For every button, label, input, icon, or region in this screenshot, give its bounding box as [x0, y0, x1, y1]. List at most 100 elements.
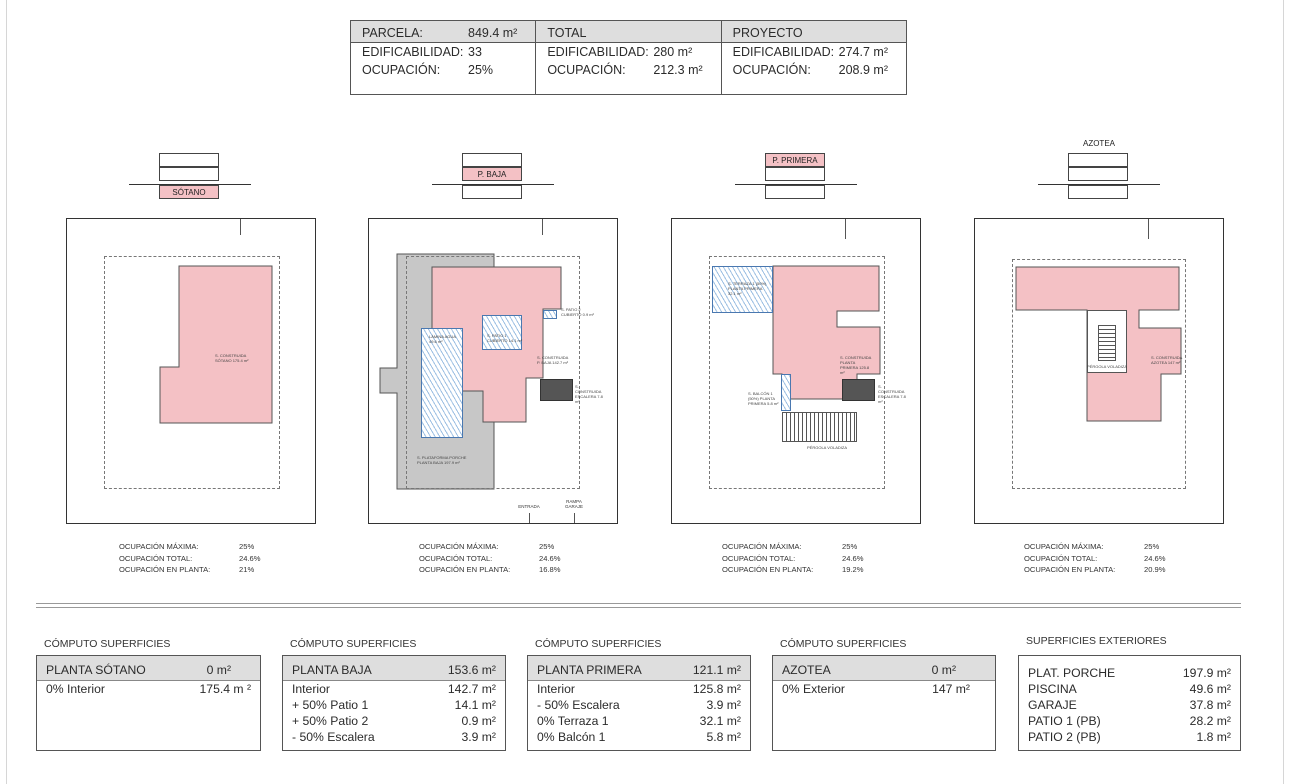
computo-head-value: 121.1 m²	[692, 663, 741, 677]
plan-label: PÉRGOLA VOLADIZA	[807, 445, 848, 450]
buildable-boundary	[1012, 259, 1186, 489]
computo-head-label: PLANTA SÓTANO	[46, 663, 146, 677]
summary-title-value: 849.4 m²	[468, 26, 518, 40]
plan-sotano: S. CONSTRUIDA SÓTANO 175.4 m²	[66, 218, 316, 524]
patio-2	[543, 310, 557, 319]
plan-label: S. CONSTRUIDA PLANTA PRIMERA 125.8 m²	[840, 355, 872, 375]
summary-parcela: PARCELA: 849.4 m² EDIFICABILIDAD: 33 OCU…	[351, 21, 537, 94]
computo-title: CÓMPUTO SUPERFICIES	[290, 638, 417, 650]
occupation-stats-sotano: OCUPACIÓN MÁXIMA: 25% OCUPACIÓN TOTAL: 24.…	[119, 541, 261, 576]
occupation-label: OCUPACIÓN TOTAL:	[1024, 553, 1098, 563]
summary-label: OCUPACIÓN:	[362, 63, 441, 77]
occupation-label: OCUPACIÓN EN PLANTA:	[419, 565, 511, 574]
divider	[36, 603, 1241, 604]
plan-label: S. CONSTRUIDA ESCALERA 7.8 m²	[575, 384, 603, 404]
computo-title: CÓMPUTO SUPERFICIES	[535, 638, 662, 650]
occupation-value: 24.6%	[539, 553, 561, 563]
plan-label: S. TERRAZA 1 (50%) PLANTA PRIMERA 32.1 m…	[728, 281, 767, 296]
level-label: P. PRIMERA	[765, 153, 825, 167]
plan-label: S. BALCÓN 1 (50%) PLANTA PRIMERA 5.8 m²	[748, 391, 779, 406]
exterior-row: PATIO 2 (PB)1.8 m²	[1028, 730, 1231, 744]
computo-head-value: 0 m²	[931, 663, 956, 677]
level-label: SÓTANO	[159, 185, 219, 199]
summary-value: 208.9 m²	[838, 63, 888, 77]
occupation-value: 20.9%	[1144, 565, 1166, 574]
plan-label: S. PATIO 1 CUBIERTO 14.1 m²	[487, 333, 523, 343]
summary-value: 274.7 m²	[838, 45, 888, 59]
entrance-label: ENTRADA	[518, 504, 540, 509]
pergola	[782, 412, 857, 442]
occupation-label: OCUPACIÓN EN PLANTA:	[119, 565, 211, 574]
divider	[36, 607, 1241, 608]
staircase	[540, 379, 573, 401]
occupation-label: OCUPACIÓN MÁXIMA:	[722, 542, 802, 551]
occupation-value: 24.6%	[239, 553, 261, 563]
occupation-value: 16.8%	[539, 565, 561, 574]
occupation-label: OCUPACIÓN TOTAL:	[722, 553, 796, 563]
summary-title: PROYECTO	[732, 26, 803, 40]
plan-label: S. CONSTRUIDA ESCALERA 7.8 m²	[878, 384, 906, 404]
computo-head-value: 153.6 m²	[447, 663, 496, 677]
plan-label: S. PLATAFORMA PORCHE PLANTA BAJA 197.9 m…	[417, 455, 467, 465]
summary-label: OCUPACIÓN:	[732, 63, 811, 77]
occupation-value: 25%	[239, 542, 255, 551]
level-indicator-azotea: AZOTEA	[1038, 139, 1160, 203]
plan-label: S. PATIO 2 CUBIERTO 0.9 m²	[561, 307, 594, 317]
computo-title: CÓMPUTO SUPERFICIES	[44, 638, 171, 650]
plan-label: S. CONSTRUIDA SÓTANO 175.4 m²	[215, 353, 249, 363]
computo-head-value: 0 m²	[206, 663, 231, 677]
level-indicator-primera: P. PRIMERA	[735, 153, 857, 203]
plan-baja: S. PATIO 2 CUBIERTO 0.9 m² LÁMINA AGUA 4…	[368, 218, 618, 524]
occupation-label: OCUPACIÓN TOTAL:	[119, 553, 193, 563]
terrace-1	[712, 266, 773, 313]
level-label: AZOTEA	[1082, 139, 1115, 148]
computo-row: 0% Exterior 147 m²	[782, 682, 970, 696]
occupation-value: 21%	[239, 565, 255, 574]
level-label: P. BAJA	[462, 167, 522, 181]
plan-primera: S. TERRAZA 1 (50%) PLANTA PRIMERA 32.1 m…	[671, 218, 921, 524]
summary-table: PARCELA: 849.4 m² EDIFICABILIDAD: 33 OCU…	[350, 20, 907, 95]
occupation-value: 25%	[1144, 542, 1160, 551]
built-area-sotano	[159, 265, 273, 424]
occupation-stats-primera: OCUPACIÓN MÁXIMA:25% OCUPACIÓN TOTAL:24.…	[722, 541, 864, 576]
staircase	[842, 379, 875, 401]
plan-label: S. CONSTRUIDA AZOTEA 147 m²	[1151, 355, 1183, 365]
computo-head-label: PLANTA PRIMERA	[537, 663, 642, 677]
summary-label: EDIFICABILIDAD:	[362, 45, 464, 59]
pool-water	[421, 328, 463, 438]
plan-azotea: PÉRGOLA VOLADIZA S. CONSTRUIDA AZOTEA 14…	[974, 218, 1224, 524]
summary-label: OCUPACIÓN:	[547, 63, 626, 77]
summary-proyecto: PROYECTO EDIFICABILIDAD: 274.7 m² OCUPAC…	[721, 21, 906, 94]
exteriores-title: SUPERFICIES EXTERIORES	[1026, 635, 1167, 647]
computo-title: CÓMPUTO SUPERFICIES	[780, 638, 907, 650]
occupation-label: OCUPACIÓN TOTAL:	[419, 553, 493, 563]
occupation-value: 25%	[539, 542, 555, 551]
plan-label: PÉRGOLA VOLADIZA	[1087, 364, 1128, 369]
computo-head-label: PLANTA BAJA	[292, 663, 372, 677]
occupation-stats-baja: OCUPACIÓN MÁXIMA:25% OCUPACIÓN TOTAL:24.…	[419, 541, 561, 576]
summary-title: TOTAL	[547, 26, 587, 40]
summary-total: TOTAL EDIFICABILIDAD: 280 m² OCUPACIÓN: …	[536, 21, 722, 94]
page-frame	[6, 0, 1284, 784]
patio-1	[482, 315, 522, 350]
occupation-label: OCUPACIÓN MÁXIMA:	[119, 542, 199, 551]
occupation-label: OCUPACIÓN EN PLANTA:	[1024, 565, 1116, 574]
buildable-boundary	[406, 256, 580, 489]
occupation-label: OCUPACIÓN MÁXIMA:	[1024, 542, 1104, 551]
level-indicator-sotano: SÓTANO	[129, 153, 251, 203]
stair-icon	[1098, 325, 1116, 361]
occupation-value: 19.2%	[842, 565, 864, 574]
buildable-boundary	[709, 256, 885, 489]
